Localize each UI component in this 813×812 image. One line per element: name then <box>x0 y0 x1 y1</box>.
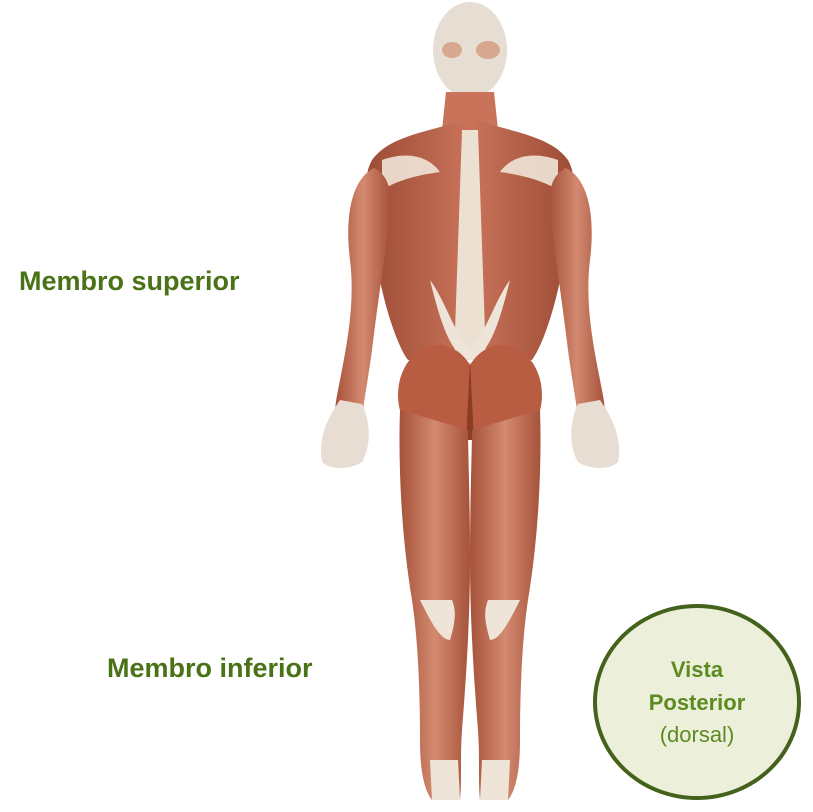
left-leg <box>400 410 471 800</box>
torso <box>366 118 575 360</box>
left-arm <box>321 168 391 468</box>
badge-title-line2: Posterior <box>649 686 746 719</box>
lower-limb-label: Membro inferior <box>107 655 313 682</box>
head <box>433 2 507 130</box>
upper-limb-label: Membro superior <box>19 268 240 295</box>
right-arm <box>550 168 620 468</box>
badge-subtitle: (dorsal) <box>660 719 735 751</box>
posterior-view-badge: Vista Posterior (dorsal) <box>593 604 801 800</box>
badge-title-line1: Vista <box>671 653 723 686</box>
right-leg <box>470 410 541 800</box>
